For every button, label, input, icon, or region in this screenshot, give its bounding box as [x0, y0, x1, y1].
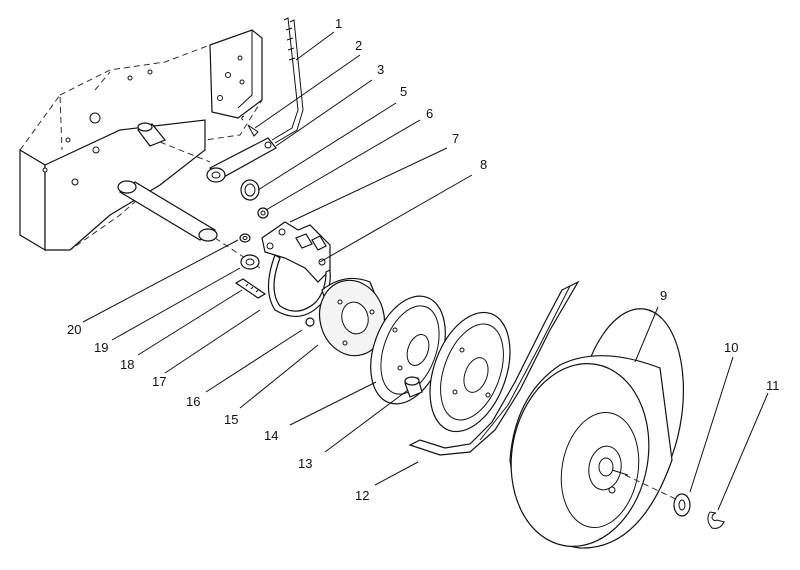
brake-band — [267, 254, 331, 317]
callout-8: 8 — [480, 157, 487, 172]
brake-lever-arm — [206, 137, 277, 183]
callout-12: 12 — [355, 488, 369, 503]
leader-lines — [82, 31, 769, 511]
callout-2: 2 — [355, 38, 362, 53]
nut — [257, 207, 269, 219]
callout-9: 9 — [660, 288, 667, 303]
wheel-washer — [673, 493, 691, 517]
callout-3: 3 — [377, 62, 384, 77]
drive-belt — [408, 280, 580, 456]
wheel-rim-half — [429, 311, 511, 433]
axle-shaft — [117, 180, 261, 269]
tire — [509, 308, 685, 549]
callout-14: 14 — [264, 428, 278, 443]
upper-bracket — [209, 29, 263, 119]
callout-17: 17 — [152, 374, 166, 389]
callout-19: 19 — [94, 340, 108, 355]
e-clip — [707, 511, 725, 529]
upper-spacer — [137, 122, 211, 163]
callout-11: 11 — [766, 378, 780, 393]
brake-rod — [271, 17, 304, 144]
callout-labels: 1 2 3 5 6 7 8 9 10 11 12 13 14 15 16 17 … — [67, 16, 780, 503]
callout-6: 6 — [426, 106, 433, 121]
frame-side-plate — [19, 119, 206, 252]
washer — [240, 254, 260, 270]
callout-13: 13 — [298, 456, 312, 471]
callout-10: 10 — [724, 340, 738, 355]
callout-7: 7 — [452, 131, 459, 146]
brake-drum — [318, 277, 386, 357]
small-nut — [305, 317, 315, 327]
callout-1: 1 — [335, 16, 342, 31]
spacer — [404, 376, 423, 398]
callout-20: 20 — [67, 322, 81, 337]
callout-18: 18 — [120, 357, 134, 372]
callout-16: 16 — [186, 394, 200, 409]
brake-bracket — [261, 221, 331, 283]
cotter-pin — [241, 115, 259, 137]
small-washer — [239, 233, 251, 243]
callout-15: 15 — [224, 412, 238, 427]
callout-5: 5 — [400, 84, 407, 99]
bearing — [240, 179, 260, 201]
bolt — [234, 278, 267, 299]
